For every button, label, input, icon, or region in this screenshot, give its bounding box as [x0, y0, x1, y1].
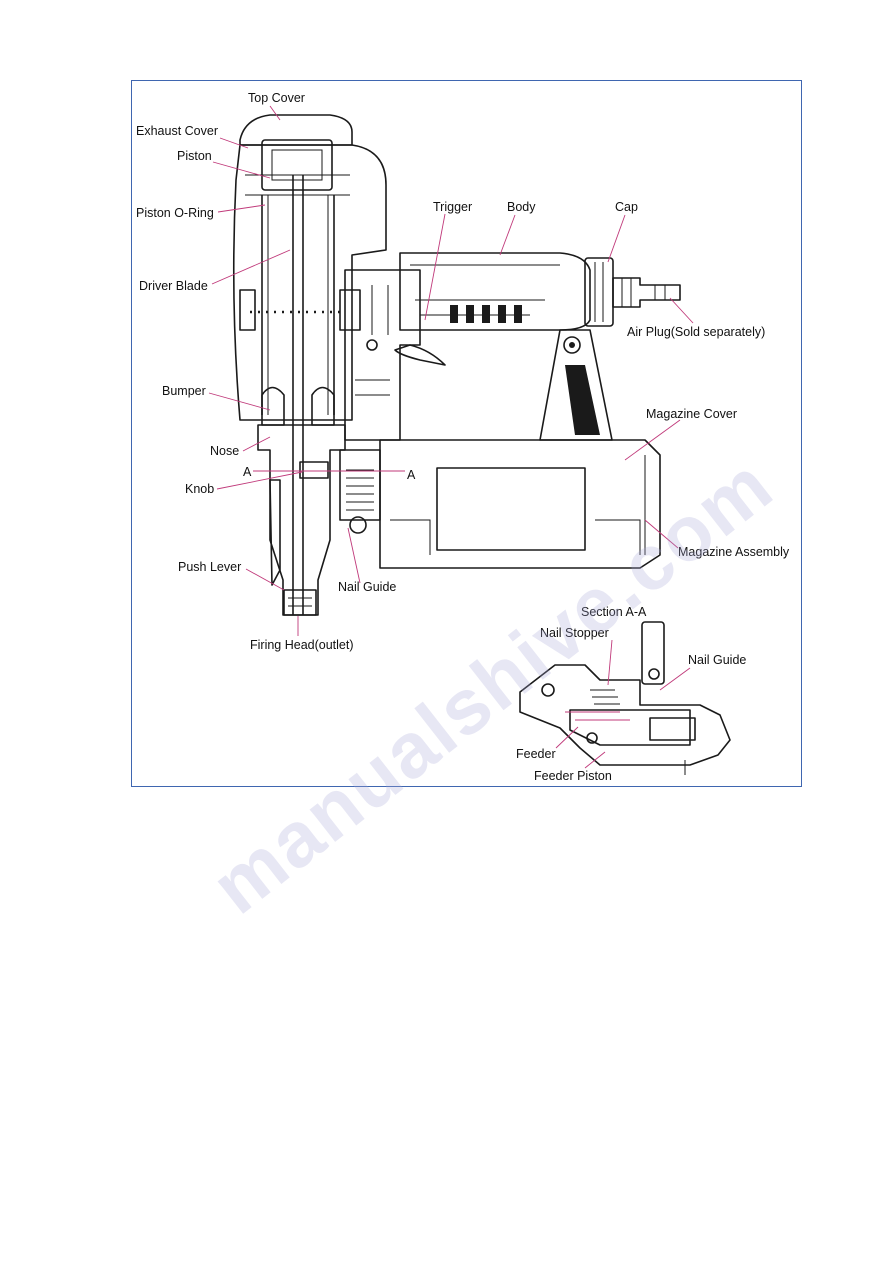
label-trigger: Trigger — [433, 200, 472, 214]
label-nose: Nose — [210, 444, 239, 458]
label-driver-blade: Driver Blade — [139, 279, 208, 293]
section-marker-left: A — [243, 465, 252, 479]
label-section-nail-guide: Nail Guide — [688, 653, 746, 667]
label-exhaust-cover: Exhaust Cover — [136, 124, 218, 138]
label-magazine-assembly: Magazine Assembly — [678, 545, 790, 559]
label-top-cover: Top Cover — [248, 91, 305, 105]
label-nail-stopper: Nail Stopper — [540, 626, 609, 640]
label-knob: Knob — [185, 482, 214, 496]
label-piston-oring: Piston O-Ring — [136, 206, 214, 220]
diagram-frame — [131, 80, 802, 787]
section-marker-right: A — [407, 468, 416, 482]
label-push-lever: Push Lever — [178, 560, 241, 574]
tool-drawing — [232, 114, 681, 616]
leader-lines — [208, 105, 694, 769]
label-bumper: Bumper — [162, 384, 206, 398]
label-piston: Piston — [177, 149, 212, 163]
section-a-a-drawing — [519, 621, 731, 775]
label-air-plug: Air Plug(Sold separately) — [627, 325, 765, 339]
label-cap: Cap — [615, 200, 638, 214]
label-nail-guide: Nail Guide — [338, 580, 396, 594]
label-body: Body — [507, 200, 536, 214]
label-firing-head: Firing Head(outlet) — [250, 638, 354, 652]
label-magazine-cover: Magazine Cover — [646, 407, 737, 421]
label-section-a-a: Section A-A — [581, 605, 647, 619]
label-feeder-piston: Feeder Piston — [534, 769, 612, 783]
label-feeder: Feeder — [516, 747, 556, 761]
